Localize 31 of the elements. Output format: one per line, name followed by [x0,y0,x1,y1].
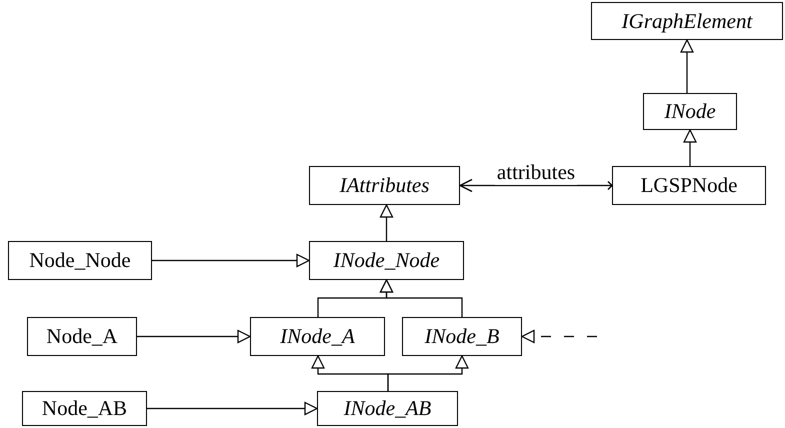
interface-box [309,241,464,280]
class-box [27,317,137,356]
arrow [380,279,463,317]
arrow [152,254,310,268]
arrow [683,129,697,166]
interface-name: INode_Node [333,248,440,273]
arrow [147,402,318,416]
class-name: Node_Node [29,248,131,273]
class-name: LGSPNode [640,173,738,198]
interface-name: INode_AB [344,396,432,421]
arrow [387,355,469,391]
class-name: Node_AB [42,396,128,421]
class-name: Node_A [46,324,118,349]
arrow [380,204,394,241]
interface-name: INode [664,99,716,124]
interface-name: IGraphElement [622,8,752,34]
interface-box [317,391,458,426]
class-box [612,166,766,205]
interface-name: INode_B [424,324,500,349]
arrow [137,330,251,344]
interface-box [309,166,460,205]
class-box [8,241,152,280]
interface-box [591,2,783,40]
class-box [22,391,147,426]
dashed-arrow [521,330,597,344]
interface-box [250,317,385,356]
interface-box [643,93,737,130]
arrow [680,39,694,93]
interface-name: IAttributes [340,173,430,198]
interface-box [402,317,522,356]
interface-name: INode_A [280,324,355,349]
